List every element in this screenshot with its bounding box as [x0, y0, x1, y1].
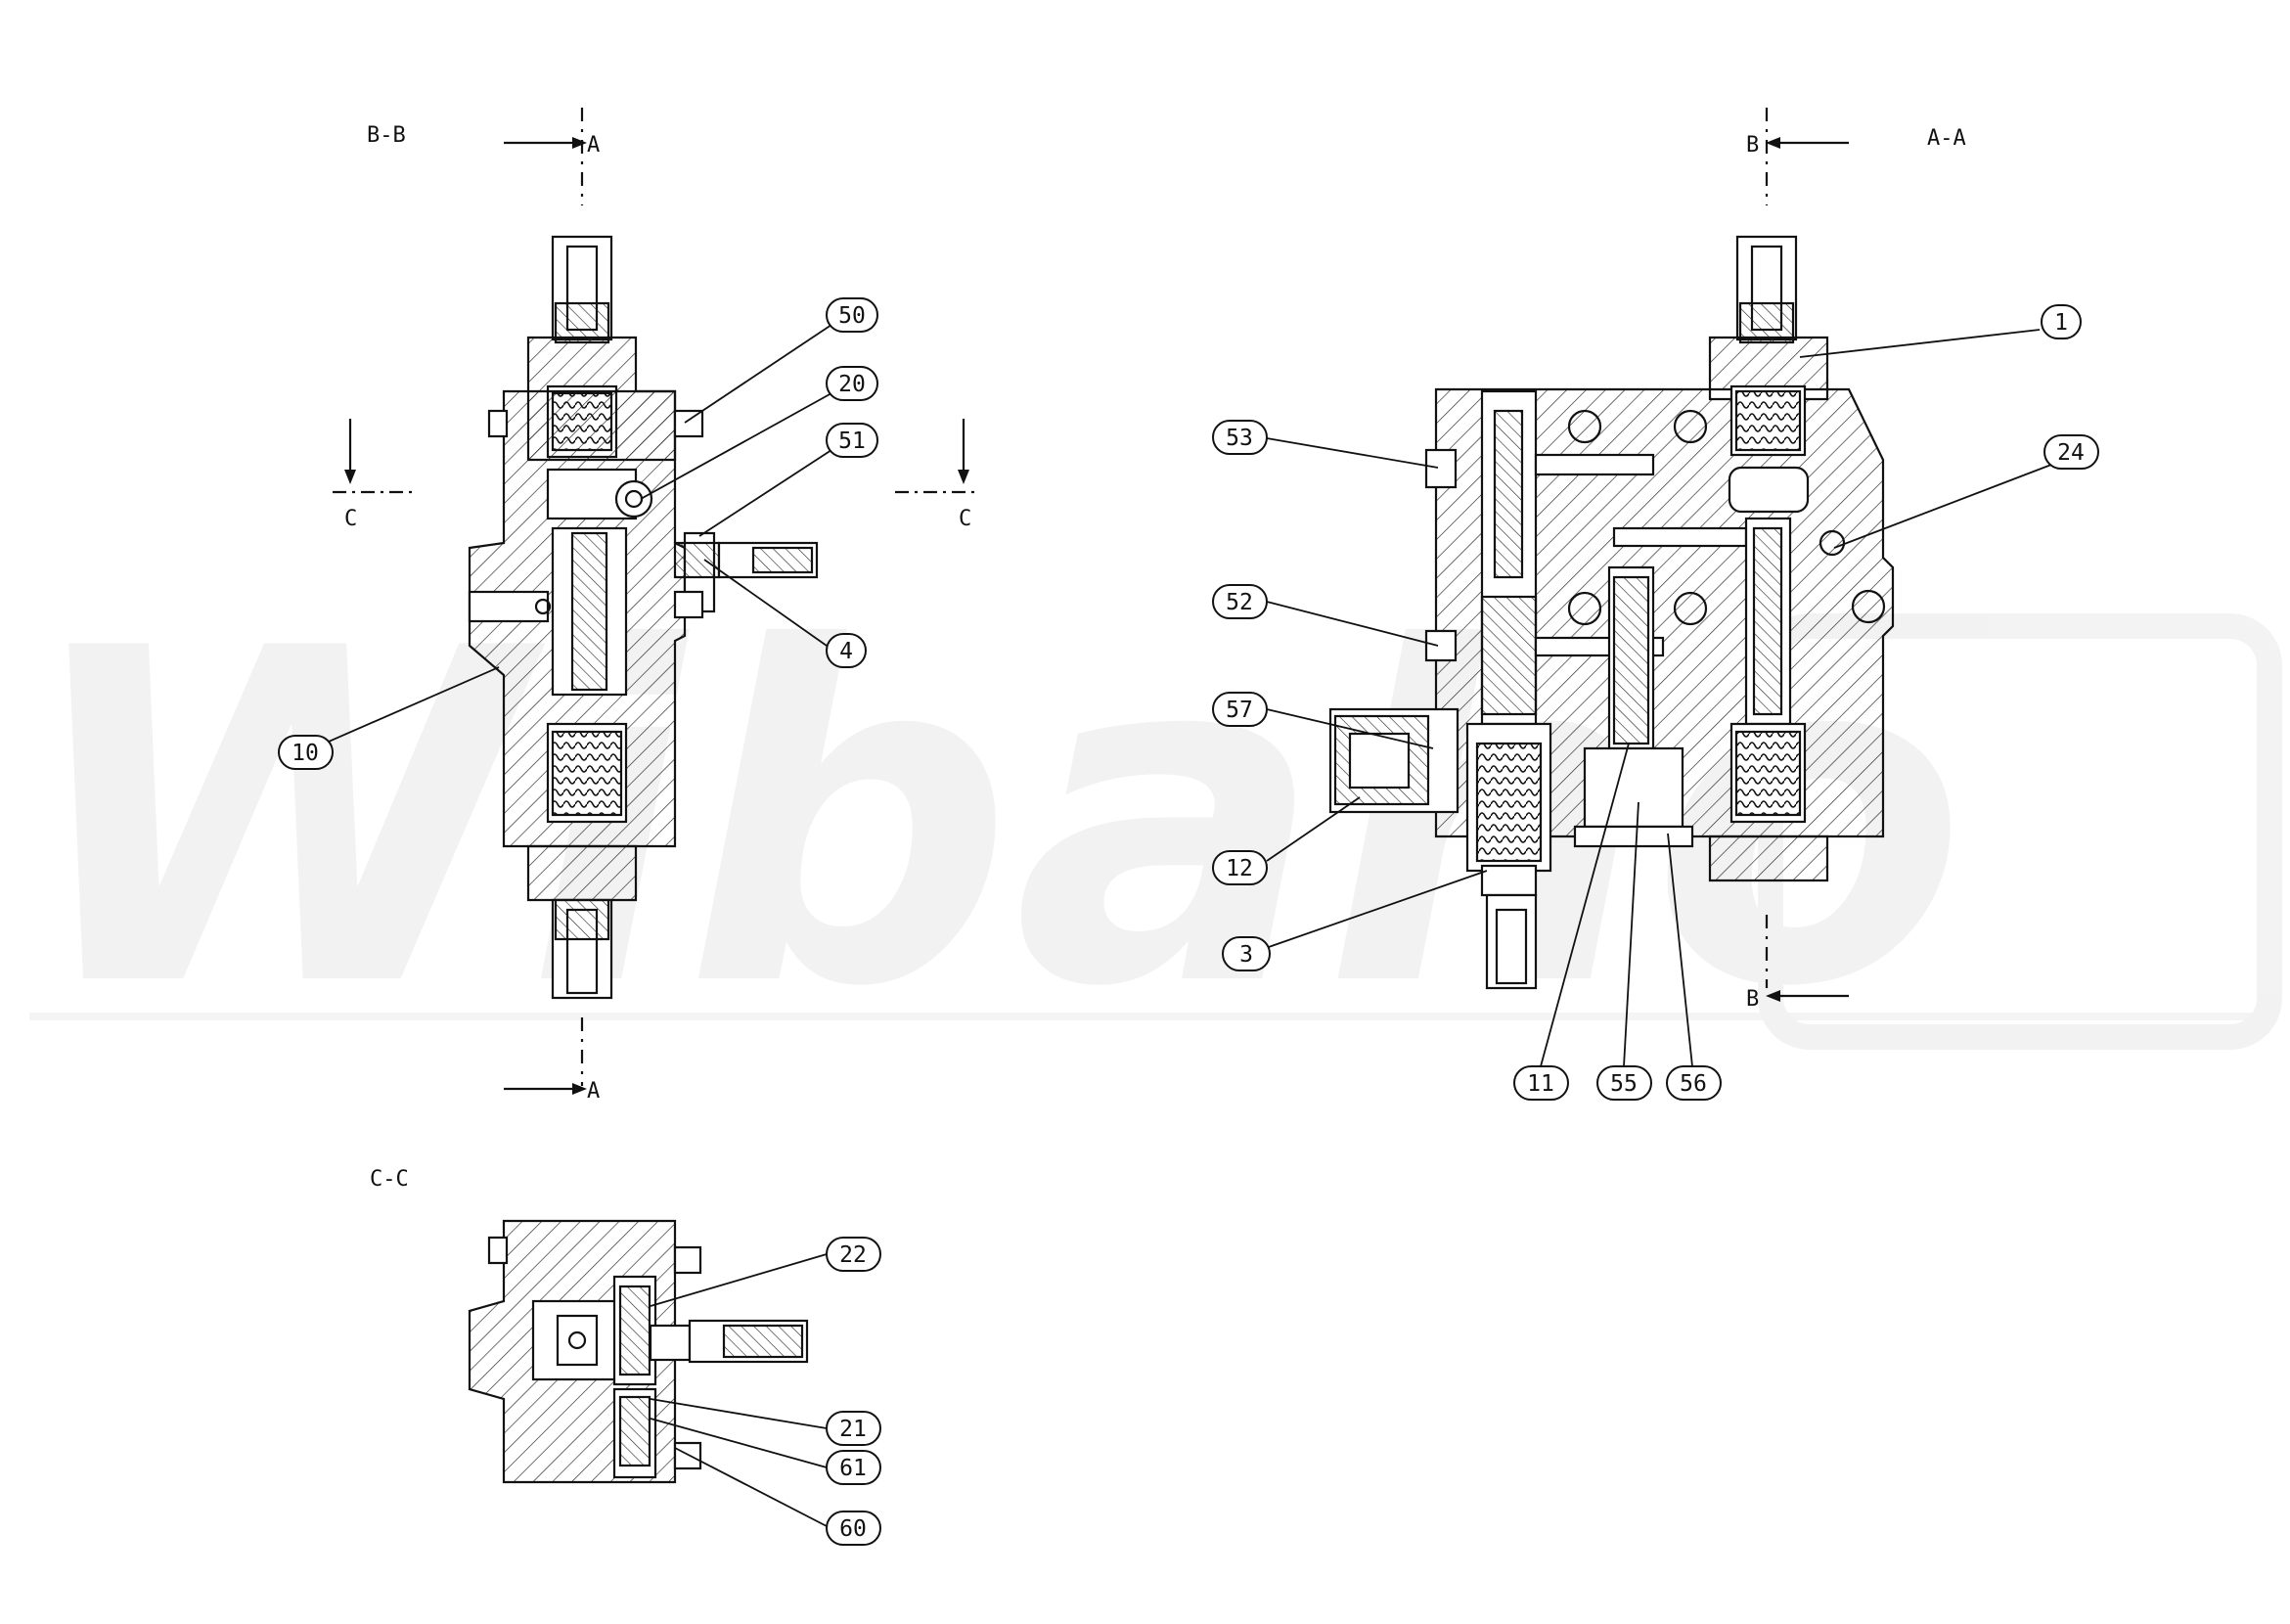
part-number-10: 10 — [292, 741, 319, 766]
balloon-60 — [826, 1511, 881, 1546]
balloon-11 — [1513, 1065, 1569, 1101]
section-mark-c-right: C — [959, 507, 971, 531]
view-label-bb: B-B — [367, 123, 406, 148]
section-mark-b-top: B — [1746, 133, 1759, 158]
part-number-24: 24 — [2057, 440, 2085, 466]
section-mark-c-left: C — [344, 507, 357, 531]
balloon-50 — [826, 297, 878, 333]
part-number-12: 12 — [1226, 856, 1253, 881]
balloon-53 — [1212, 420, 1268, 455]
part-number-52: 52 — [1226, 590, 1253, 615]
view-label-aa: A-A — [1927, 126, 1966, 151]
section-mark-a-bottom: A — [587, 1079, 600, 1104]
view-label-cc: C-C — [370, 1167, 409, 1192]
balloon-12 — [1212, 850, 1268, 885]
section-mark-b-bottom: B — [1746, 987, 1759, 1012]
part-number-56: 56 — [1680, 1071, 1707, 1097]
balloon-61 — [826, 1450, 881, 1485]
part-number-57: 57 — [1226, 698, 1253, 723]
balloon-56 — [1666, 1065, 1722, 1101]
balloon-57 — [1212, 692, 1268, 727]
section-mark-a-top: A — [587, 133, 600, 158]
balloon-3 — [1222, 936, 1271, 971]
part-number-20: 20 — [838, 372, 866, 397]
balloon-labels: 50 20 51 4 10 1 24 53 52 57 12 3 11 55 5… — [292, 303, 2085, 1542]
part-number-60: 60 — [839, 1516, 867, 1542]
balloon-55 — [1596, 1065, 1652, 1101]
balloon-4 — [826, 633, 867, 668]
balloon-1 — [2041, 304, 2082, 339]
leader-lines — [312, 324, 2065, 1527]
part-number-21: 21 — [839, 1417, 867, 1442]
balloons — [278, 297, 2099, 1546]
part-number-1: 1 — [2054, 310, 2068, 336]
view-bb — [333, 108, 978, 1095]
part-number-4: 4 — [839, 639, 853, 664]
balloon-52 — [1212, 584, 1268, 619]
part-number-50: 50 — [838, 303, 866, 329]
part-number-22: 22 — [839, 1242, 867, 1268]
balloon-20 — [826, 366, 878, 401]
part-number-61: 61 — [839, 1456, 867, 1481]
balloon-10 — [278, 735, 334, 770]
part-number-3: 3 — [1239, 942, 1253, 968]
view-cc — [468, 1219, 809, 1484]
watermark: Wibaho — [20, 552, 2282, 1087]
part-number-53: 53 — [1226, 426, 1253, 451]
balloon-51 — [826, 423, 878, 458]
part-number-11: 11 — [1527, 1071, 1554, 1097]
balloon-21 — [826, 1411, 881, 1446]
view-aa — [1328, 108, 1895, 1002]
balloon-24 — [2043, 434, 2099, 470]
part-number-51: 51 — [838, 429, 866, 454]
part-number-55: 55 — [1610, 1071, 1638, 1097]
balloon-22 — [826, 1237, 881, 1272]
